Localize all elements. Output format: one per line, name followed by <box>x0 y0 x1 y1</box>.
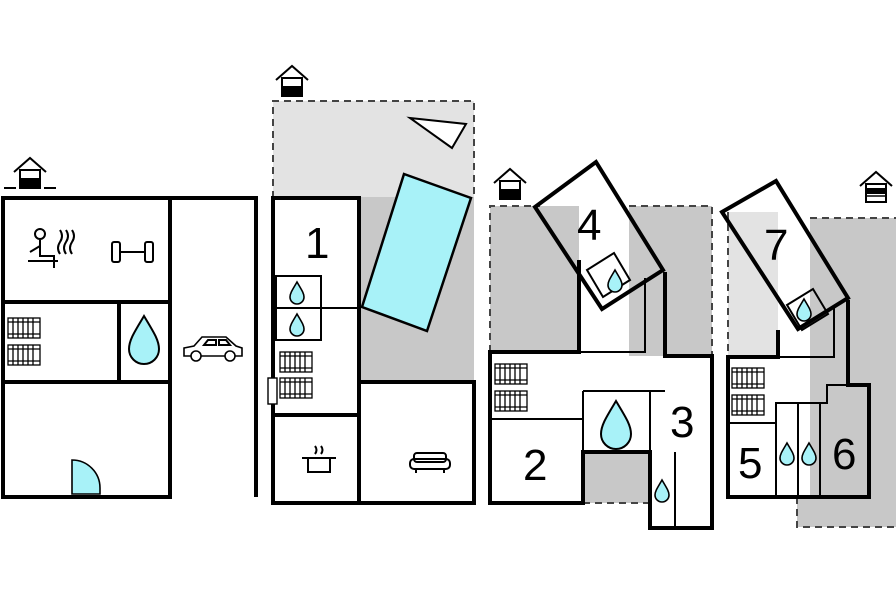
room-wall <box>820 384 848 404</box>
annex-outline <box>1 196 172 499</box>
water-drop-icon <box>600 400 632 450</box>
room-label: 4 <box>577 201 601 250</box>
dumbbell-icon <box>111 241 154 263</box>
terrace <box>583 452 650 503</box>
terrace <box>629 206 712 356</box>
room-7-outline <box>719 178 851 332</box>
building-b: 4 2 3 <box>488 159 714 530</box>
sofa-icon <box>409 452 451 473</box>
bathroom <box>785 287 830 332</box>
water-drop-icon <box>607 269 623 293</box>
door-icon <box>71 459 101 495</box>
room-label: 3 <box>670 398 694 447</box>
radiator-icon <box>279 377 313 399</box>
room-label: 7 <box>764 221 788 270</box>
radiator-icon <box>494 363 528 385</box>
house-entrance-icon <box>275 65 309 97</box>
radiator-icon <box>279 351 313 373</box>
room-label: 6 <box>832 430 856 479</box>
main-house-outline <box>271 196 476 505</box>
radiator-icon <box>7 317 41 339</box>
building-annex <box>1 157 258 499</box>
radiator-icon <box>731 367 765 389</box>
building-main-house: 1 <box>267 65 476 505</box>
room-wall <box>579 278 646 353</box>
sun-lounger-icon <box>406 116 468 150</box>
house-entrance-icon <box>493 168 527 200</box>
water-drop-icon <box>128 315 160 365</box>
water-drop-icon <box>289 281 305 305</box>
terrace <box>490 206 579 352</box>
water-drop-icon <box>779 442 795 466</box>
bathroom <box>275 307 322 341</box>
room-label: 1 <box>305 219 329 268</box>
terrace-boundary <box>272 100 475 198</box>
radiator-icon <box>7 344 41 366</box>
terrace-boundary <box>489 205 540 352</box>
building-c: 7 5 6 <box>719 171 896 528</box>
pool-icon <box>360 172 473 333</box>
house-entrance-icon <box>4 157 56 189</box>
building-b-outline <box>488 260 714 530</box>
carport-outline <box>170 196 258 497</box>
bathroom <box>585 251 632 299</box>
radiator-icon <box>494 390 528 412</box>
terrace-boundary <box>796 497 896 528</box>
car-icon <box>183 336 243 362</box>
room-label: 2 <box>523 441 547 490</box>
terrace-boundary <box>629 205 713 356</box>
sauna-icon <box>28 228 75 268</box>
terrace-light <box>273 101 474 198</box>
house-entrance-icon <box>859 171 893 203</box>
room-wall <box>778 305 835 358</box>
water-drop-icon <box>796 298 812 322</box>
water-drop-icon <box>654 479 670 503</box>
radiator-icon <box>731 394 765 416</box>
room-label: 5 <box>738 439 762 488</box>
cooking-pot-icon <box>302 445 336 473</box>
water-drop-icon <box>289 313 305 337</box>
window <box>267 377 278 405</box>
room-wall <box>775 402 799 497</box>
